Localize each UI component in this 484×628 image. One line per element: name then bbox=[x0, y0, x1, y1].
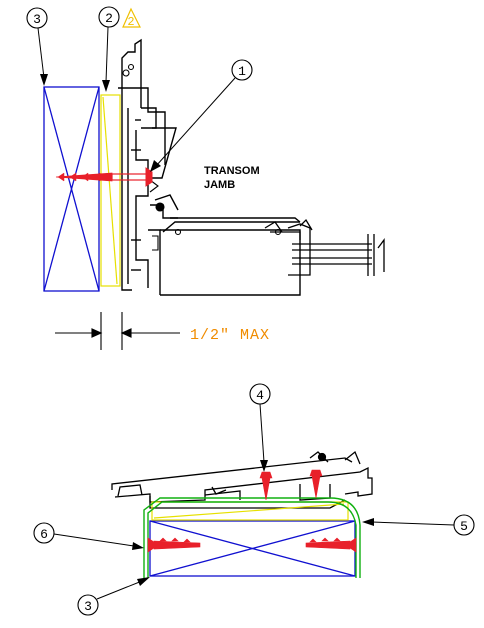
sill-detail: 4 5 6 3 bbox=[33, 383, 475, 616]
svg-text:1: 1 bbox=[238, 64, 246, 79]
wood-blocking-top bbox=[43, 86, 100, 292]
svg-text:4: 4 bbox=[256, 388, 264, 403]
fastener-top bbox=[55, 167, 153, 187]
svg-text:3: 3 bbox=[84, 599, 92, 614]
callout-3-bottom: 3 bbox=[77, 577, 150, 616]
revision-triangle: 2 bbox=[122, 7, 141, 29]
callout-1: 1 bbox=[150, 59, 253, 172]
svg-text:3: 3 bbox=[33, 12, 41, 27]
sill-pan-sealant bbox=[143, 497, 361, 578]
dimension-half-inch bbox=[55, 312, 180, 350]
jamb-label: JAMB bbox=[204, 179, 235, 191]
adjacent-transom-profile bbox=[264, 218, 385, 276]
fastener-vertical-right bbox=[309, 469, 323, 499]
svg-text:2: 2 bbox=[127, 15, 134, 29]
dimension-text: 1/2" MAX bbox=[190, 327, 270, 344]
wood-blocking-bottom bbox=[149, 520, 356, 577]
shim-bottom bbox=[151, 501, 349, 521]
callout-2: 2 bbox=[98, 6, 120, 92]
callout-4: 4 bbox=[249, 383, 271, 472]
svg-text:2: 2 bbox=[105, 11, 113, 26]
transom-jamb-detail: 1/2" MAX TRANSOM JAMB 3 2 2 1 bbox=[26, 6, 385, 350]
transom-label: TRANSOM bbox=[204, 165, 260, 177]
sill-frame-profile bbox=[111, 450, 373, 509]
callout-5: 5 bbox=[362, 514, 475, 536]
callout-3-top: 3 bbox=[26, 7, 48, 86]
callout-6: 6 bbox=[33, 522, 144, 550]
svg-text:6: 6 bbox=[40, 527, 48, 542]
shim-top bbox=[100, 94, 121, 287]
fastener-horizontal-left bbox=[147, 537, 201, 553]
fastener-horizontal-right bbox=[305, 537, 357, 553]
fastener-vertical-left bbox=[259, 471, 273, 501]
svg-text:5: 5 bbox=[460, 519, 468, 534]
jamb-frame-profile bbox=[118, 38, 301, 296]
